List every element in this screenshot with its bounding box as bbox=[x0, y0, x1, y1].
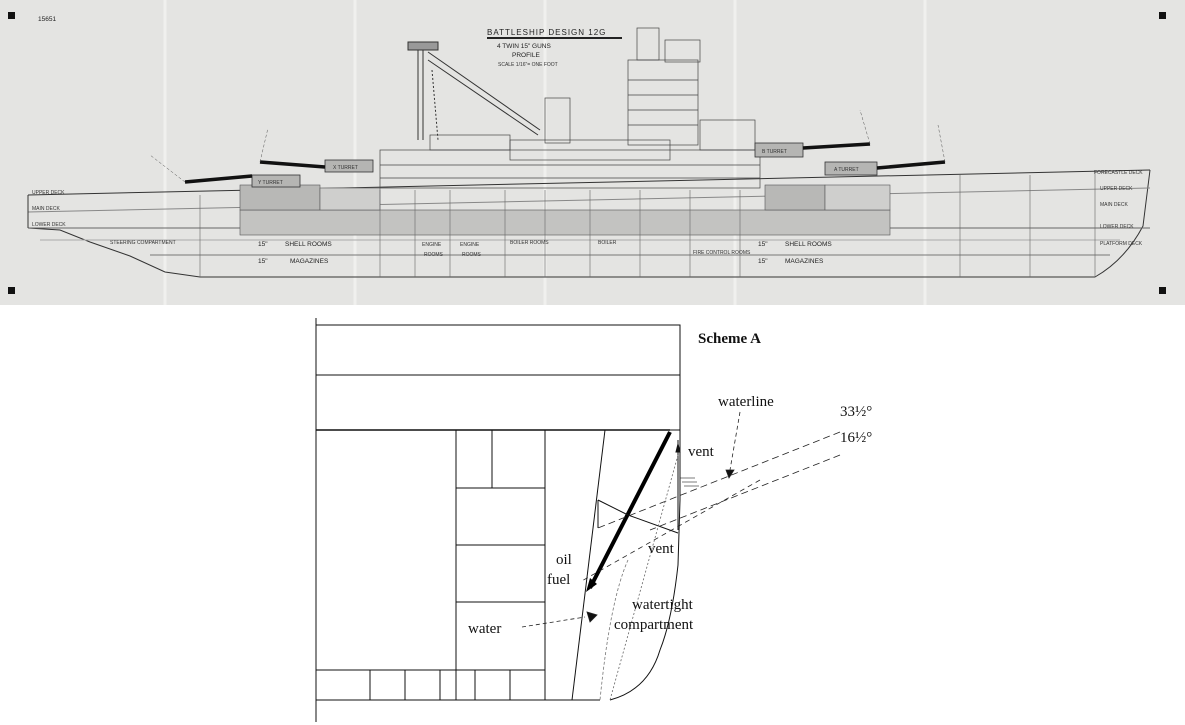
waterline-label: waterline bbox=[718, 394, 774, 410]
turret-label-b: B TURRET bbox=[762, 149, 787, 155]
compartment-label: 15" bbox=[258, 258, 268, 265]
armour-belt bbox=[239, 209, 891, 236]
turret-group bbox=[184, 142, 946, 188]
deck-label: UPPER DECK bbox=[1100, 186, 1133, 192]
drawing-title: BATTLESHIP DESIGN 12G bbox=[487, 28, 606, 37]
scheme-title: Scheme A bbox=[698, 331, 761, 347]
drawing-scale: SCALE 1/16"= ONE FOOT bbox=[498, 62, 558, 68]
scheme-svg: Scheme A waterline 33½° 16½° vent vent o… bbox=[315, 318, 872, 722]
compartment-label: BOILER bbox=[598, 240, 617, 246]
turret-label-a: A TURRET bbox=[834, 167, 859, 173]
drawing-view: PROFILE bbox=[512, 52, 540, 59]
vent-label-lower: vent bbox=[648, 541, 675, 557]
crane bbox=[407, 41, 541, 141]
corner-mark bbox=[1159, 287, 1166, 294]
turret-label-x: X TURRET bbox=[333, 165, 358, 171]
compartment-label: SHELL ROOMS bbox=[285, 241, 332, 248]
compartment-label: ENGINE bbox=[422, 242, 442, 248]
scheme-a-diagram: Scheme A waterline 33½° 16½° vent vent o… bbox=[0, 305, 1185, 725]
armour-plate bbox=[588, 431, 672, 589]
compartment-label: ROOMS bbox=[424, 252, 444, 258]
deck-label: LOWER DECK bbox=[32, 222, 66, 228]
turret-label-y: Y TURRET bbox=[258, 180, 283, 186]
deck-label: FORECASTLE DECK bbox=[1094, 170, 1143, 176]
watertight-label: watertight bbox=[632, 597, 694, 613]
superstructure bbox=[379, 27, 761, 189]
compartment-label: SHELL ROOMS bbox=[785, 241, 832, 248]
drawing-ref: 15651 bbox=[38, 16, 56, 23]
deck-label: MAIN DECK bbox=[32, 206, 60, 212]
deck-label: UPPER DECK bbox=[32, 190, 65, 196]
corner-mark bbox=[8, 287, 15, 294]
compartment-label: 15" bbox=[758, 241, 768, 248]
fuel-label: fuel bbox=[547, 572, 570, 588]
compartment-label: FIRE CONTROL ROOMS bbox=[693, 250, 751, 256]
drawing-subtitle: 4 TWIN 15" GUNS bbox=[497, 43, 552, 50]
angle-label-small: 16½° bbox=[840, 430, 872, 446]
corner-mark bbox=[8, 12, 15, 19]
angle-label-large: 33½° bbox=[840, 404, 872, 420]
compartment-label: MAGAZINES bbox=[290, 258, 329, 265]
compartment-label: 15" bbox=[758, 258, 768, 265]
compartment-label: MAGAZINES bbox=[785, 258, 824, 265]
compartment-label-scheme: compartment bbox=[614, 617, 694, 633]
compartment-label: ROOMS bbox=[462, 252, 482, 258]
compartment-label: STEERING COMPARTMENT bbox=[110, 240, 176, 246]
water-label: water bbox=[468, 621, 501, 637]
oil-label: oil bbox=[556, 552, 572, 568]
compartment-label: BOILER ROOMS bbox=[510, 240, 549, 246]
compartment-label: ENGINE bbox=[460, 242, 480, 248]
deck-label: LOWER DECK bbox=[1100, 224, 1134, 230]
deck-label: MAIN DECK bbox=[1100, 202, 1128, 208]
compartment-label: 15" bbox=[258, 241, 268, 248]
outer-hull bbox=[609, 375, 681, 701]
battleship-profile-drawing: 15651 BATTLESHIP DESIGN 12G 4 TWIN 15" G… bbox=[0, 0, 1185, 305]
deck-label: PLATFORM DECK bbox=[1100, 241, 1143, 247]
corner-mark bbox=[1159, 12, 1166, 19]
hull-outline bbox=[27, 169, 1151, 278]
vent-label-upper: vent bbox=[688, 444, 715, 460]
profile-svg: 15651 BATTLESHIP DESIGN 12G 4 TWIN 15" G… bbox=[8, 0, 1166, 305]
